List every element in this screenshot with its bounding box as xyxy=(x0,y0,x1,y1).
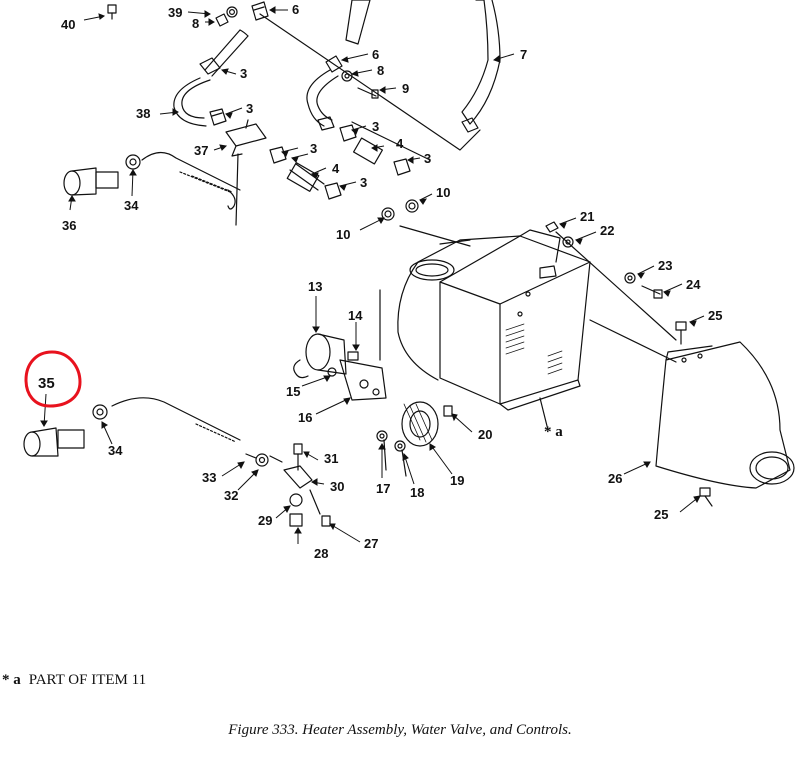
callout-18: 18 xyxy=(410,485,425,500)
callout-8: 8 xyxy=(192,16,200,31)
callout-9: 9 xyxy=(402,81,410,96)
upper-control-cable xyxy=(63,151,241,196)
callout-15: 15 xyxy=(286,384,301,399)
callout-25: 25 xyxy=(708,308,723,323)
callout-36: 36 xyxy=(62,218,77,233)
callout-40: 40 xyxy=(61,17,76,32)
callout-39: 39 xyxy=(168,5,183,20)
callout-31: 31 xyxy=(324,451,339,466)
callout-3: 3 xyxy=(424,151,432,166)
callout-34: 34 xyxy=(124,198,139,213)
highlight-circle xyxy=(24,350,82,408)
callout-26: 26 xyxy=(608,471,623,486)
callout-7: 7 xyxy=(520,47,528,62)
callout-33: 33 xyxy=(202,470,217,485)
callout-6: 6 xyxy=(372,47,380,62)
callout-25: 25 xyxy=(654,507,669,522)
callout-3: 3 xyxy=(360,175,368,190)
callout-23: 23 xyxy=(658,258,673,273)
callout-3: 3 xyxy=(372,119,380,134)
callout-21: 21 xyxy=(580,209,595,224)
callout-3: 3 xyxy=(310,141,318,156)
callout-3: 3 xyxy=(246,101,254,116)
callout-10: 10 xyxy=(436,185,451,200)
air-duct xyxy=(655,321,795,507)
part-of-item-marker: * a xyxy=(544,424,563,440)
callout-13: 13 xyxy=(308,279,323,294)
callout-8: 8 xyxy=(377,63,385,78)
callout-4: 4 xyxy=(396,136,404,151)
callout-20: 20 xyxy=(478,427,493,442)
upper-hose-assembly xyxy=(107,0,501,226)
heater-body xyxy=(397,225,677,431)
blower-motor-assembly xyxy=(293,289,453,477)
callout-6: 6 xyxy=(292,2,300,17)
callout-35: 35 xyxy=(38,375,55,392)
footnote-mark: * a xyxy=(2,672,21,688)
callout-34: 34 xyxy=(108,443,123,458)
lower-control-cable xyxy=(23,397,331,527)
callout-3: 3 xyxy=(240,66,248,81)
callout-32: 32 xyxy=(224,488,239,503)
footnote: * a PART OF ITEM 11 xyxy=(2,672,146,689)
footnote-text: PART OF ITEM 11 xyxy=(28,672,147,688)
mounting-hardware xyxy=(545,221,677,341)
callout-19: 19 xyxy=(450,473,465,488)
callout-30: 30 xyxy=(330,479,345,494)
callout-16: 16 xyxy=(298,410,313,425)
callout-27: 27 xyxy=(364,536,379,551)
callout-29: 29 xyxy=(258,513,273,528)
callout-38: 38 xyxy=(136,106,151,121)
callout-37: 37 xyxy=(194,143,209,158)
callout-17: 17 xyxy=(376,481,391,496)
callout-22: 22 xyxy=(600,223,615,238)
callout-14: 14 xyxy=(348,308,363,323)
callout-24: 24 xyxy=(686,277,701,292)
figure-caption: Figure 333. Heater Assembly, Water Valve… xyxy=(228,722,572,738)
callout-10: 10 xyxy=(336,227,351,242)
callout-4: 4 xyxy=(332,161,340,176)
callout-28: 28 xyxy=(314,546,329,561)
